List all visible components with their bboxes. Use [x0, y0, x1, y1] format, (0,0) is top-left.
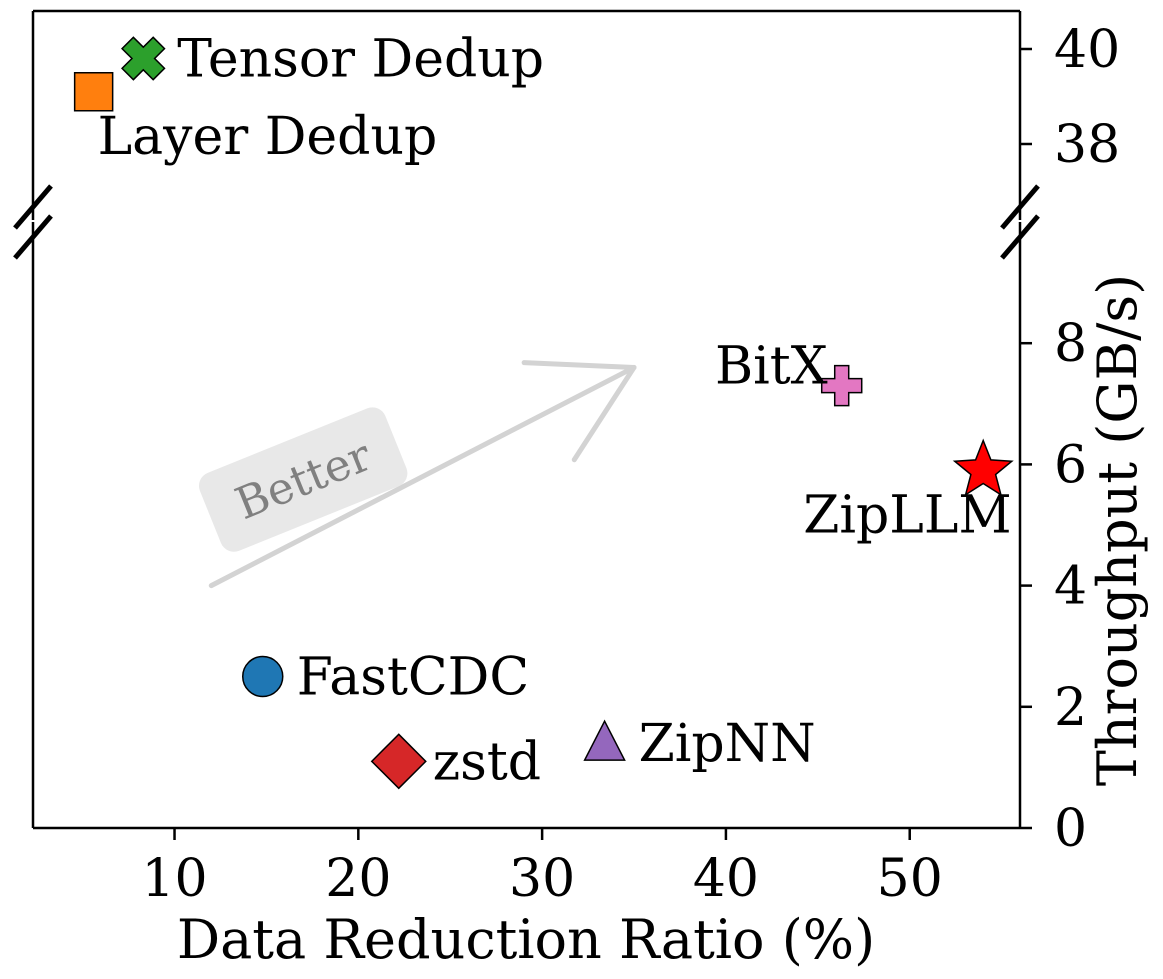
better-annotation: Better	[198, 360, 637, 589]
axis-break-right	[1000, 184, 1040, 260]
arrow-head	[521, 360, 637, 463]
zipllm-marker	[952, 438, 1014, 497]
bitx-label: BitX	[715, 337, 828, 397]
x-tick-label: 30	[509, 849, 575, 909]
zstd-label: zstd	[433, 732, 541, 792]
x-tick-label: 20	[325, 849, 391, 909]
x-tick-label: 10	[141, 849, 207, 909]
y-tick-label: 40	[1054, 20, 1120, 80]
axis-ticks: 10 20 30 40 50 0 2 4 6 8 38 40	[141, 20, 1120, 909]
fastcdc-label: FastCDC	[297, 648, 529, 708]
bitx-marker	[820, 364, 863, 407]
tensor-dedup-marker	[121, 36, 166, 81]
y-tick-label: 4	[1054, 557, 1087, 617]
better-label-group: Better	[198, 407, 408, 552]
layer-dedup-marker	[73, 72, 114, 112]
y-tick-label: 6	[1054, 435, 1087, 495]
y-tick-label: 2	[1054, 678, 1087, 738]
zipnn-marker	[583, 719, 626, 761]
y-axis-label: Throughput (GB/s)	[1086, 274, 1149, 786]
y-tick-label: 8	[1054, 314, 1087, 374]
zipnn-label: ZipNN	[639, 714, 816, 774]
tensor-dedup-marker-shape	[121, 36, 166, 81]
y-tick-label: 38	[1054, 115, 1120, 175]
y-tick-label: 0	[1054, 799, 1087, 859]
axis-break-left	[13, 184, 53, 260]
better-label-box	[198, 407, 408, 552]
tensor-dedup-label: Tensor Dedup	[177, 30, 544, 90]
fastcdc-marker	[241, 655, 284, 698]
x-tick-label: 50	[877, 849, 943, 909]
layer-dedup-label: Layer Dedup	[98, 107, 438, 167]
x-axis-label: Data Reduction Ratio (%)	[177, 908, 875, 971]
x-tick-label: 40	[693, 849, 759, 909]
axes-frames	[13, 9, 1040, 830]
zipllm-label: ZipLLM	[803, 485, 1011, 545]
arrow-shaft	[208, 364, 637, 589]
zstd-marker	[370, 733, 427, 790]
